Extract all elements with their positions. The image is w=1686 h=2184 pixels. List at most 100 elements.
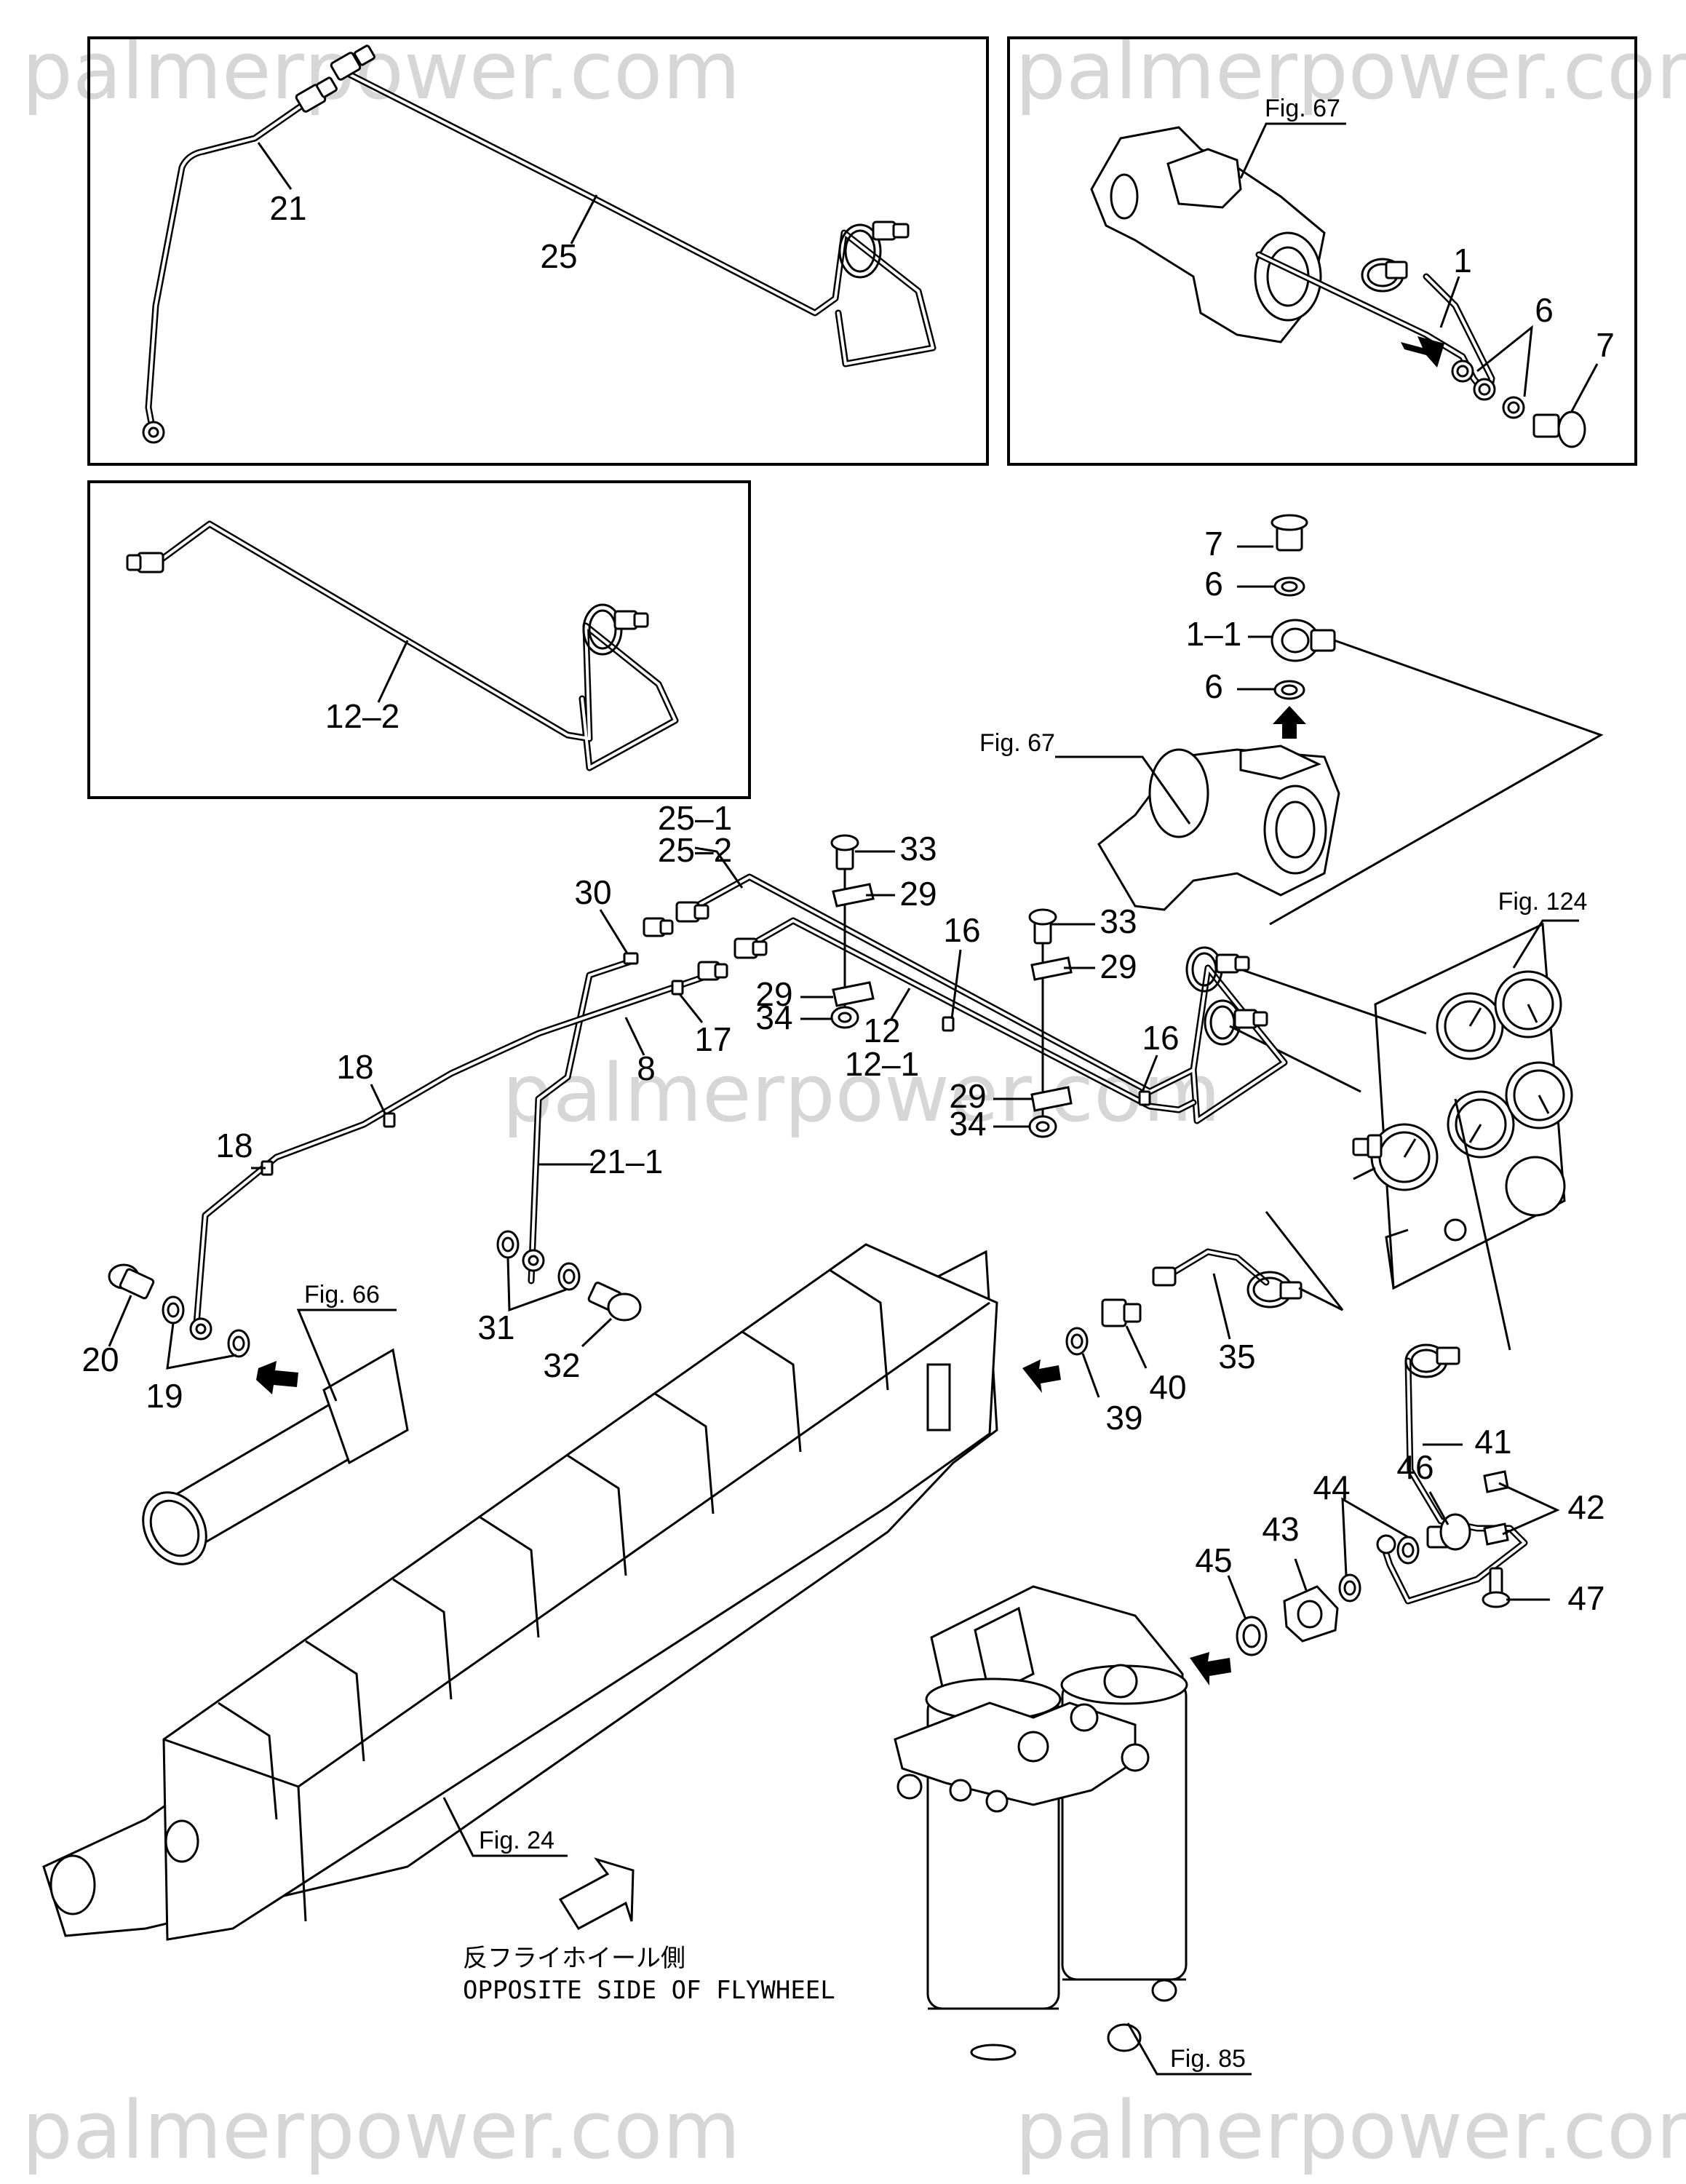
- banjo-21-bottom: [142, 421, 165, 444]
- leader-fig124: [1512, 919, 1579, 969]
- gauge-panel-fig124: Fig. 124: [1214, 888, 1587, 1351]
- label-33-upper: 33: [899, 830, 937, 867]
- label-39: 39: [1105, 1399, 1142, 1437]
- label-46: 46: [1396, 1448, 1434, 1486]
- label-12-2: 12–2: [325, 697, 399, 735]
- label-30: 30: [574, 873, 611, 911]
- leader-7-inset: [1570, 363, 1599, 412]
- watermark-top-right: palmerpower.com: [1015, 24, 1686, 117]
- label-6-lower: 6: [1204, 667, 1223, 705]
- washer-19-b: [227, 1329, 250, 1358]
- leader-40: [1125, 1325, 1148, 1369]
- pipe-25-coil: [838, 223, 882, 279]
- watermark-bottom-right: palmerpower.com: [1015, 2084, 1686, 2177]
- direction-note-english: OPPOSITE SIDE OF FLYWHEEL: [463, 1976, 835, 2005]
- watermark-bottom-left: palmerpower.com: [22, 2084, 741, 2177]
- fig-ref-67-main: Fig. 67: [979, 729, 1055, 757]
- bolt-32: [587, 1282, 642, 1322]
- leader-30: [599, 909, 629, 954]
- washer-31-a: [496, 1230, 520, 1259]
- adapter-43: [1283, 1585, 1339, 1643]
- label-34-upper: 34: [755, 998, 792, 1036]
- cooler-fig24: Fig. 24: [42, 1243, 998, 1941]
- label-34-lower: 34: [949, 1105, 986, 1143]
- label-29-a: 29: [899, 875, 937, 913]
- gauge-1: [1436, 992, 1504, 1060]
- label-1: 1: [1453, 242, 1472, 279]
- washer-19-a: [162, 1295, 185, 1325]
- filter-fig85: Fig. 85: [894, 1585, 1252, 2076]
- leader-25-1: [694, 846, 744, 889]
- leader-19: [166, 1322, 237, 1370]
- cooler-port: [926, 1363, 951, 1431]
- assembly-fig67-main: Fig. 67 7 6 1–1 6: [979, 514, 1604, 926]
- label-29-c: 29: [1100, 948, 1137, 985]
- leader-12: [890, 988, 911, 1020]
- gauge-3: [1447, 1090, 1515, 1159]
- leader-gauge-to-41: [1454, 1098, 1511, 1351]
- clip-18-upper: [383, 1112, 396, 1128]
- label-1-1: 1–1: [1186, 615, 1242, 653]
- clip-42-b: [1483, 1522, 1509, 1546]
- washer-6-lower: [1273, 680, 1305, 700]
- label-42: 42: [1567, 1488, 1605, 1526]
- leader-1: [1439, 276, 1460, 328]
- leader-32: [581, 1317, 613, 1348]
- cooler-ribs: [218, 1268, 889, 1820]
- label-7-inset: 7: [1596, 326, 1615, 364]
- gauge-4: [1505, 1061, 1573, 1129]
- label-19: 19: [146, 1377, 183, 1415]
- label-31: 31: [477, 1309, 514, 1346]
- fitting-40: [1101, 1298, 1142, 1327]
- label-18-upper: 18: [336, 1048, 373, 1086]
- panel-bracket: [1385, 1228, 1409, 1289]
- fig-ref-85: Fig. 85: [1170, 2045, 1246, 2073]
- coil-upper-gauge: [1185, 946, 1250, 993]
- pipe-41: [1376, 1343, 1528, 1605]
- leader-12-2: [377, 640, 409, 703]
- panel-fitting: [1352, 1134, 1383, 1159]
- fig-ref-66: Fig. 66: [304, 1281, 380, 1309]
- leader-35-to-gauge: [1265, 1211, 1344, 1311]
- fittings-upper-left: [643, 901, 768, 981]
- nut-34-lower: [1028, 1115, 1057, 1138]
- leader-16-upper: [950, 949, 962, 1020]
- inset-frame-middle-left: [87, 480, 751, 799]
- pipe-12-2-coil: [582, 603, 649, 656]
- leader-42: [1498, 1482, 1560, 1536]
- label-12-1: 12–1: [845, 1045, 919, 1083]
- label-16-upper: 16: [943, 911, 980, 949]
- elbow-fig67-inset: [1090, 126, 1326, 344]
- clip-16-upper: [942, 1016, 955, 1032]
- label-16-lower: 16: [1142, 1019, 1179, 1057]
- washer-6-inset: [1451, 360, 1525, 419]
- coil-lower-gauge: [1204, 999, 1268, 1046]
- leader-31: [506, 1257, 567, 1312]
- leader-fig85: [1126, 2022, 1252, 2076]
- cooler-end-flange: [49, 1854, 96, 1915]
- banjo-21-1-bottom: [522, 1249, 545, 1272]
- washer-45: [1236, 1616, 1268, 1656]
- bolt-33-lower: [1028, 908, 1057, 1121]
- label-44: 44: [1313, 1469, 1350, 1506]
- leader-43: [1294, 1558, 1308, 1591]
- banjo-8-bottom: [189, 1317, 212, 1341]
- leader-35: [1212, 1273, 1231, 1340]
- leader-gauge-panel: [1353, 1167, 1376, 1180]
- elbow-fig67-main: [1097, 744, 1340, 911]
- leader-46: [1428, 1491, 1450, 1525]
- leader-39: [1081, 1353, 1100, 1398]
- leader-8: [624, 1017, 645, 1056]
- washer-44-b: [1338, 1573, 1361, 1603]
- label-25-2: 25–2: [658, 831, 732, 869]
- leader-fig66: [296, 1309, 397, 1402]
- inset-frame-top-right: [1007, 36, 1637, 466]
- inset-fig67-pipe-1: Fig. 67 1 6 7: [1090, 95, 1615, 448]
- washer-44-a: [1396, 1536, 1420, 1565]
- label-18-lower: 18: [215, 1127, 252, 1164]
- panel-hole: [1444, 1218, 1467, 1242]
- cooler-fittings-left: 20 19 31 32: [81, 1230, 642, 1415]
- inset-pipe-12-2: 12–2: [126, 520, 679, 771]
- bolt-20: [108, 1263, 155, 1300]
- label-20: 20: [81, 1341, 119, 1378]
